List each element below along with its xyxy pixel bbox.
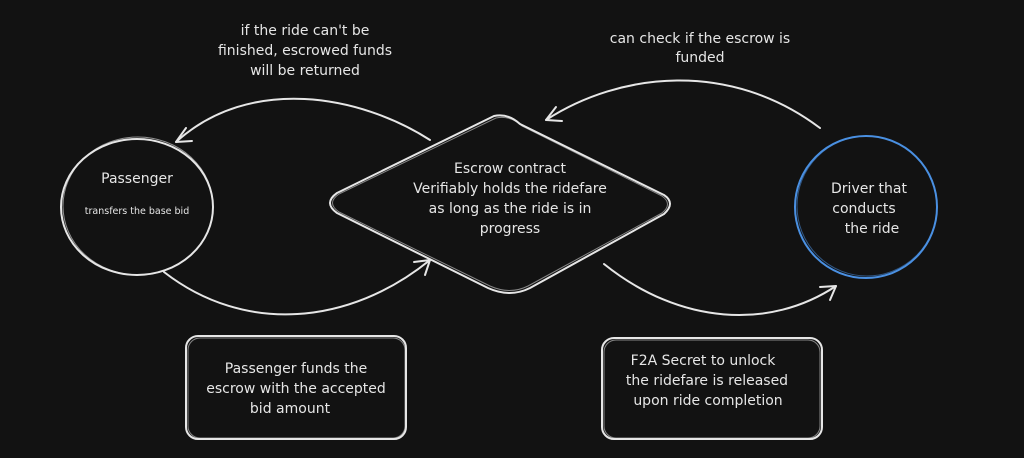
secret-note-shape-sketch: [603, 339, 821, 439]
refund-arrow-head: [175, 127, 193, 143]
escrow-node-line-2: Verifiably holds the ridefare: [413, 181, 607, 197]
funding-note-line-3: bid amount: [249, 401, 331, 417]
passenger-node-shape-sketch: [62, 136, 214, 276]
secret-note-line-3: upon ride completion: [633, 393, 783, 409]
release-arrow-head: [819, 285, 837, 301]
check-annotation-line-1: can check if the escrow is: [609, 31, 791, 47]
refund-annotation-line-3: will be returned: [250, 63, 360, 79]
escrow-node-line-1: Escrow contract: [454, 161, 566, 177]
check-annotation-line-2: funded: [675, 50, 725, 66]
funding-note-shape: [185, 335, 407, 440]
funding-arrow-head: [413, 259, 431, 276]
refund-annotation-line-2: finished, escrowed funds: [217, 43, 393, 59]
check-arrow: [545, 79, 821, 129]
driver-node-shape-sketch: [796, 135, 938, 277]
escrow-node-line-4: progress: [479, 221, 541, 237]
funding-note-shape-sketch: [187, 337, 406, 439]
driver-node-line-2: conducts: [832, 201, 896, 217]
escrow-node-line-3: as long as the ride is in: [428, 201, 592, 217]
secret-note-shape: [601, 337, 823, 440]
escrow-node-shape-sketch: [332, 116, 668, 291]
funding-note-line-2: escrow with the accepted: [206, 381, 386, 397]
driver-node-line-1: Driver that: [831, 181, 907, 197]
funding-note-line-1: Passenger funds the: [224, 361, 368, 377]
passenger-node-subtitle: transfers the base bid: [84, 206, 190, 217]
refund-annotation-line-1: if the ride can't be: [240, 23, 370, 39]
escrow-node-shape: [329, 114, 671, 294]
release-arrow: [603, 263, 837, 316]
passenger-node-title: Passenger: [101, 171, 173, 187]
secret-note-line-1: F2A Secret to unlock: [630, 353, 776, 369]
secret-note-line-2: the ridefare is released: [625, 373, 789, 389]
funding-arrow: [163, 259, 431, 316]
driver-node-line-3: the ride: [844, 221, 900, 237]
refund-arrow: [175, 97, 431, 143]
check-arrow-head: [545, 106, 563, 122]
